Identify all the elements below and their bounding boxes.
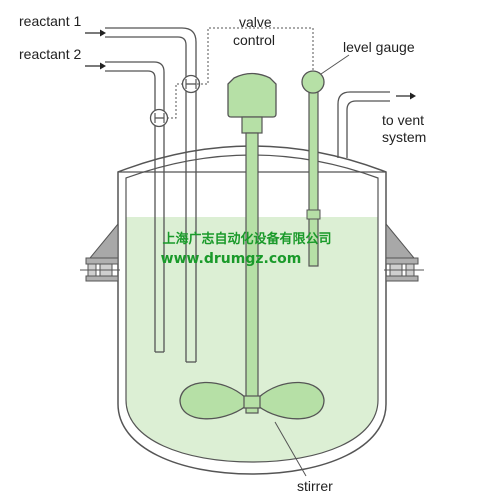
watermark-url: www.drumgz.com — [161, 251, 302, 267]
level-gauge-leader-line — [320, 54, 350, 75]
stirrer-impeller — [179, 381, 325, 420]
reactant1-pipe — [105, 27, 197, 363]
vent-arrow — [396, 92, 416, 100]
reactant2-arrow — [85, 62, 106, 70]
reactant2-valve-icon — [149, 108, 169, 128]
reactor-vessel-outer — [117, 145, 387, 475]
reactant1-label: reactant 1 — [19, 13, 81, 29]
reactant1-valve-icon — [181, 74, 201, 94]
stirrer-shaft — [245, 132, 259, 414]
reactor-vessel-inner — [125, 154, 379, 463]
level-gauge-label: level gauge — [343, 39, 415, 55]
reactant2-pipe — [105, 61, 165, 353]
left-support-bracket — [80, 222, 120, 282]
vent-label-line2: system — [382, 129, 426, 145]
vent-pipe — [337, 91, 390, 158]
stirrer-label: stirrer — [297, 478, 333, 494]
level-gauge — [301, 70, 325, 267]
right-support-bracket — [384, 222, 424, 282]
stirrer-motor — [227, 72, 277, 134]
stirrer-leader-line — [274, 421, 307, 477]
reactant2-label: reactant 2 — [19, 46, 81, 62]
valve-control-label-line2: control — [233, 32, 275, 48]
vent-label-line1: to vent — [382, 112, 424, 128]
valve-control-signal-lines — [167, 27, 314, 119]
watermark-company-name: 上海广志自动化设备有限公司 — [162, 231, 331, 247]
reactant1-arrow — [85, 29, 106, 37]
valve-control-label-line1: valve — [239, 14, 272, 30]
